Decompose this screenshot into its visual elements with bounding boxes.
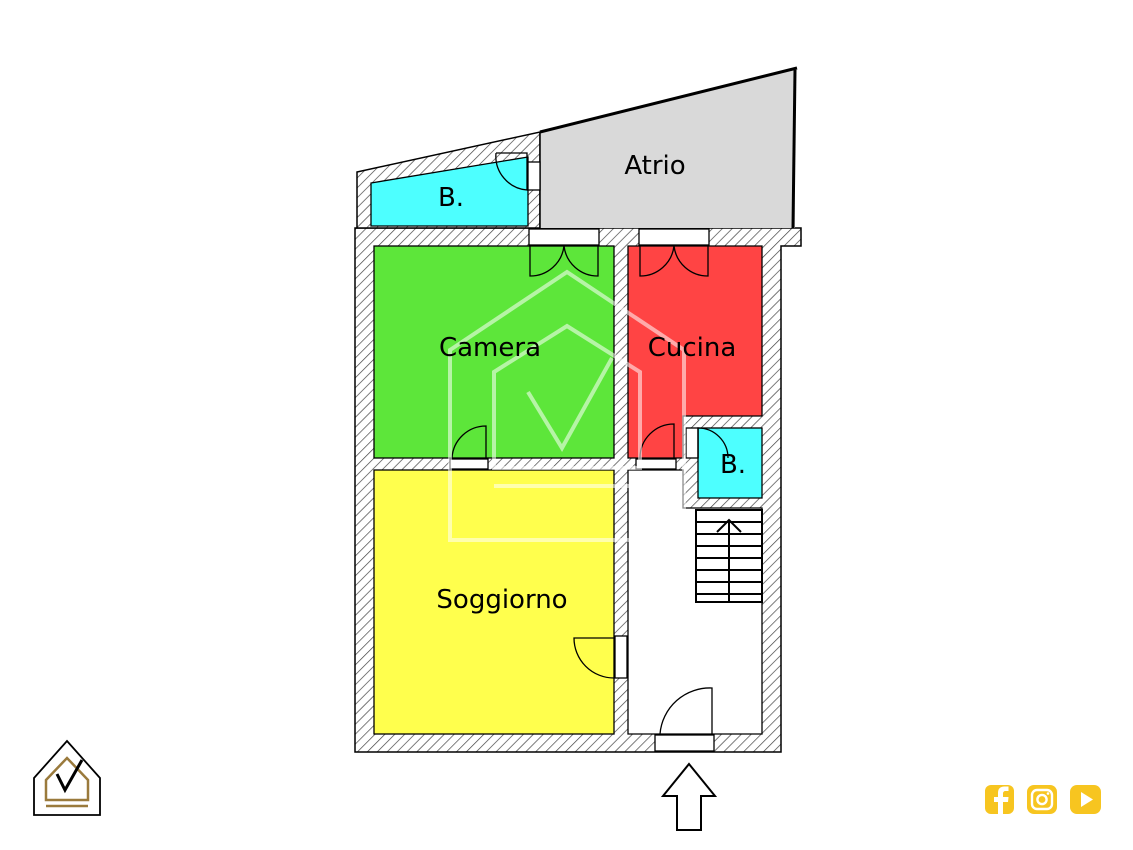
door-entrance-frame xyxy=(654,734,715,752)
atrio-edge xyxy=(539,66,798,134)
label-bagno-small: B. xyxy=(720,450,746,480)
label-soggiorno: Soggiorno xyxy=(436,585,567,615)
room-bagno-top[interactable] xyxy=(371,157,528,226)
atrio-side xyxy=(791,69,797,229)
house-check-logo xyxy=(33,739,101,816)
window-cucina-top xyxy=(638,228,710,246)
room-soggiorno[interactable] xyxy=(374,470,614,734)
room-atrio[interactable] xyxy=(540,70,795,228)
instagram-icon[interactable] xyxy=(1027,785,1057,814)
opening-bagno-top xyxy=(527,161,541,191)
room-cucina[interactable] xyxy=(628,246,762,458)
opening-cucina-door xyxy=(635,458,677,470)
doors xyxy=(451,152,729,735)
entrance-arrow-icon xyxy=(660,762,718,831)
youtube-icon[interactable] xyxy=(1070,785,1101,814)
label-atrio: Atrio xyxy=(624,151,685,181)
opening-bagno-small-door xyxy=(685,427,699,459)
opening-camera-door xyxy=(449,458,489,470)
watermark-house-icon xyxy=(448,269,686,542)
label-bagno-top: B. xyxy=(438,183,464,213)
room-bagno-small[interactable] xyxy=(698,428,762,498)
window-camera-top xyxy=(528,228,600,246)
label-camera: Camera xyxy=(439,333,541,363)
label-cucina: Cucina xyxy=(648,333,737,363)
stairs-icon xyxy=(695,509,763,603)
facebook-icon[interactable] xyxy=(985,785,1014,814)
opening-soggiorno-door xyxy=(614,635,628,679)
